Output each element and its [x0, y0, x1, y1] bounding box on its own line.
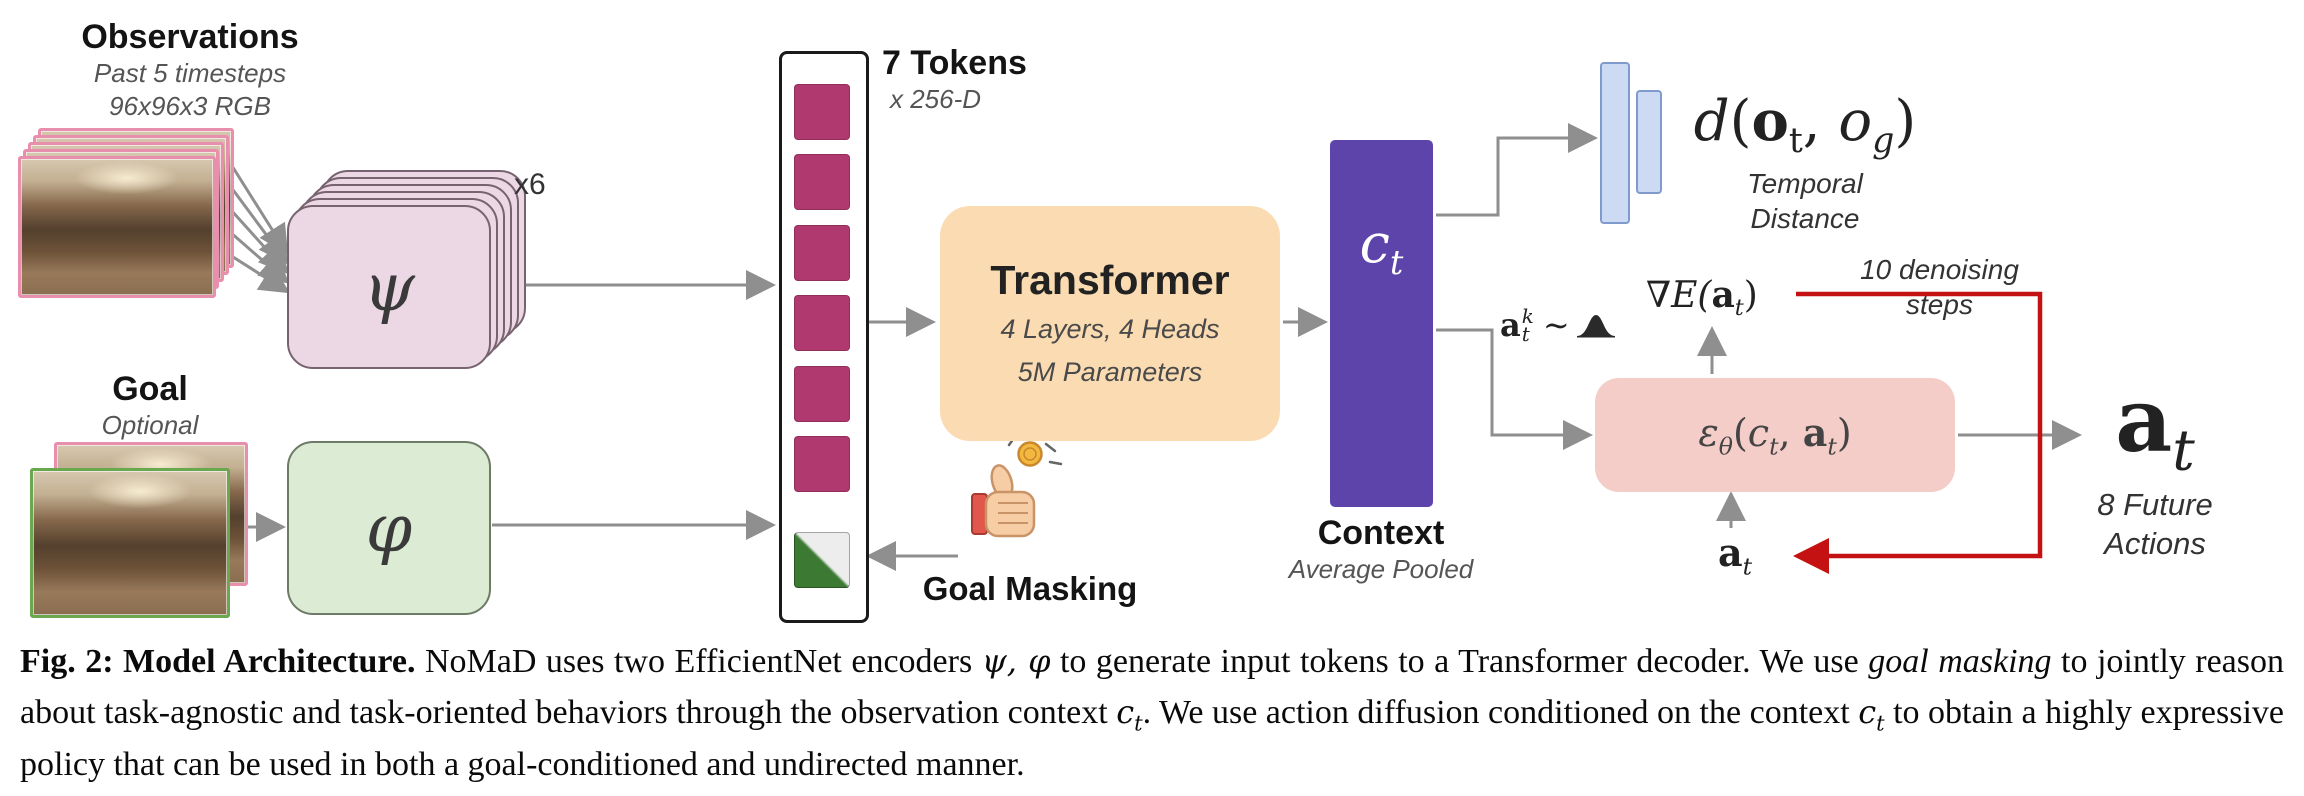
observations-subtitle-1: Past 5 timesteps: [93, 58, 287, 89]
epsilon-math: εθ(ct, at): [1698, 409, 1852, 461]
observations-subtitle-2: 96x96x3 RGB: [109, 90, 271, 121]
caption-segment: to generate input tokens to a Transforme…: [1050, 643, 1869, 680]
wire-context-diffusion: [1436, 328, 1593, 450]
caption-segment: NoMaD uses two EfficientNet encoders: [415, 643, 982, 680]
gaussian-icon: [1576, 315, 1615, 338]
transformer-detail-1: 4 Layers, 4 Heads: [1000, 313, 1220, 344]
goal-masking: [962, 436, 1066, 563]
observation-image-stack: [18, 128, 234, 320]
context-subtitle: Average Pooled: [1288, 554, 1474, 585]
caption-segment: ψ, φ: [981, 642, 1051, 680]
tokens-title: 7 Tokens: [882, 44, 1027, 82]
observation-token: [794, 436, 850, 492]
action-output-symbol: at: [2115, 368, 2195, 484]
phi-symbol: φ: [365, 489, 413, 567]
context-header: Context Average Pooled: [1281, 514, 1481, 586]
observations-title: Observations: [81, 18, 299, 56]
wire-context-distance: [1436, 123, 1598, 217]
transformer-detail-2: 5M Parameters: [1017, 357, 1203, 387]
goal-mask-token: [794, 532, 850, 588]
denoising-steps-label: 10 denoising steps: [1860, 254, 2019, 320]
goal-masking-label: Goal Masking: [922, 570, 1138, 607]
psi-symbol: ψ: [363, 248, 415, 326]
distance-head-bar-1: [1600, 62, 1630, 224]
transformer-title: Transformer: [990, 256, 1230, 303]
phi-encoder: φ: [287, 441, 491, 615]
coin-flip-hand-icon: [971, 436, 1063, 538]
diffusion-policy-block: εθ(ct, at): [1595, 378, 1955, 492]
observation-token: [794, 84, 850, 140]
encoder-stack-multiplier: x6: [514, 168, 546, 201]
observation-token: [794, 225, 850, 281]
context-bar: ct: [1330, 140, 1433, 507]
distance-head-bar-2: [1636, 90, 1662, 194]
caption-segment: ct: [1858, 693, 1885, 736]
figure-caption: Fig. 2: Model Architecture. NoMaD uses t…: [20, 636, 2284, 790]
action-output-caption: 8 Future Actions: [2097, 487, 2213, 561]
tokens-header: 7 Tokens x 256-D: [882, 44, 1132, 116]
caption-segment: ct: [1116, 693, 1143, 736]
goal-image: [30, 468, 230, 618]
observation-token: [794, 366, 850, 422]
temporal-distance-label: Temporal Distance: [1747, 168, 1863, 234]
psi-encoder: ψ: [287, 205, 491, 369]
temporal-distance-math: d(ot, og): [1693, 88, 1917, 162]
caption-segment: Fig. 2: Model Architecture.: [20, 643, 416, 680]
goal-title: Goal: [112, 370, 188, 408]
context-title: Context: [1317, 514, 1445, 552]
caption-segment: . We use action diffusion conditioned on…: [1142, 694, 1859, 731]
goal-subtitle: Optional: [101, 410, 199, 441]
goal-header: Goal Optional: [40, 370, 260, 442]
observation-token: [794, 295, 850, 351]
action-input-label: at: [1717, 530, 1753, 581]
gradient-label: ∇E(at): [1646, 274, 1758, 322]
psi-encoder-stack: ψ: [287, 170, 527, 370]
caption-segment: goal masking: [1868, 643, 2052, 680]
caption-segment: to obtain a highly expressive policy tha…: [20, 694, 2285, 784]
caption-segment: to jointly reason about task-agnostic an…: [20, 643, 2284, 731]
observation-image: [18, 156, 216, 298]
goal-image-stack: [30, 442, 260, 622]
observations-header: Observations Past 5 timesteps 96x96x3 RG…: [55, 18, 325, 122]
observation-token: [794, 154, 850, 210]
context-symbol: ct: [1359, 212, 1404, 282]
tokens-dim: x 256-D: [890, 84, 982, 115]
transformer-block: Transformer 4 Layers, 4 Heads 5M Paramet…: [940, 206, 1280, 441]
token-column: [779, 51, 869, 623]
